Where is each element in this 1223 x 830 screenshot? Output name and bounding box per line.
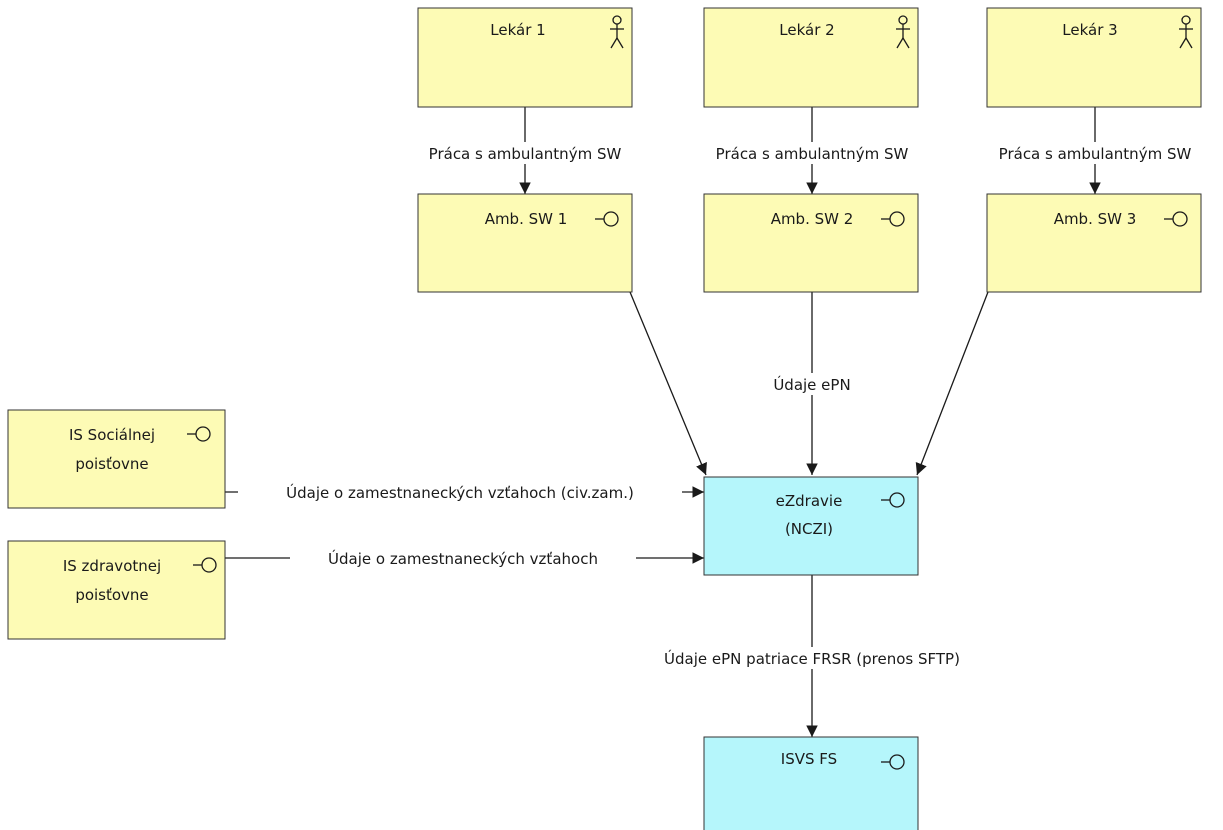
- interface-icon: [881, 211, 905, 227]
- node-isvs-fs[interactable]: ISVS FS: [703, 736, 919, 830]
- node-is-social-label-line1: IS Sociálnej: [69, 426, 155, 444]
- node-amb-sw-3[interactable]: Amb. SW 3: [986, 193, 1202, 293]
- interface-icon: [187, 426, 211, 442]
- node-doctor-3-label: Lekár 3: [1062, 21, 1117, 39]
- edge-label-social-relations: Údaje o zamestnaneckých vzťahoch (civ.za…: [286, 483, 634, 502]
- interface-icon: [881, 754, 905, 770]
- interface-icon: [193, 557, 217, 573]
- node-amb-sw-2-label: Amb. SW 2: [771, 210, 854, 228]
- edge-label-work-2: Práca s ambulantným SW: [716, 145, 909, 163]
- interface-icon: [1164, 211, 1188, 227]
- interface-icon: [595, 211, 619, 227]
- node-doctor-1-label: Lekár 1: [490, 21, 545, 39]
- edge-label-frsr: Údaje ePN patriace FRSR (prenos SFTP): [664, 649, 960, 668]
- node-ezdravie[interactable]: eZdravie (NCZI): [703, 476, 919, 576]
- connector-amb-sw-1-to-ezdravie: [629, 291, 707, 476]
- actor-icon: [896, 15, 910, 49]
- node-doctor-2-label: Lekár 2: [779, 21, 834, 39]
- edge-label-work-3: Práca s ambulantným SW: [999, 145, 1192, 163]
- node-is-health-label-line1: IS zdravotnej: [63, 557, 161, 575]
- node-doctor-1[interactable]: Lekár 1: [417, 7, 633, 108]
- node-is-social-insurance[interactable]: IS Sociálnej poisťovne: [7, 409, 226, 509]
- node-ezdravie-label-line1: eZdravie: [776, 492, 843, 510]
- node-doctor-3[interactable]: Lekár 3: [986, 7, 1202, 108]
- node-isvs-fs-label: ISVS FS: [781, 750, 837, 768]
- node-amb-sw-2[interactable]: Amb. SW 2: [703, 193, 919, 293]
- node-is-health-insurance[interactable]: IS zdravotnej poisťovne: [7, 540, 226, 640]
- node-doctor-2[interactable]: Lekár 2: [703, 7, 919, 108]
- node-amb-sw-1-label: Amb. SW 1: [485, 210, 568, 228]
- interface-icon: [881, 492, 905, 508]
- edge-label-health-relations: Údaje o zamestnaneckých vzťahoch: [328, 549, 598, 568]
- node-ezdravie-label-line2: (NCZI): [785, 520, 833, 538]
- node-is-social-label-line2: poisťovne: [75, 455, 148, 473]
- actor-icon: [610, 15, 624, 49]
- node-is-health-label-line2: poisťovne: [75, 586, 148, 604]
- connector-amb-sw-3-to-ezdravie: [915, 291, 989, 476]
- actor-icon: [1179, 15, 1193, 49]
- edge-label-work-1: Práca s ambulantným SW: [429, 145, 622, 163]
- connectors: [225, 107, 1101, 737]
- edge-labels: Práca s ambulantným SW Práca s ambulantn…: [238, 142, 1222, 669]
- node-amb-sw-1[interactable]: Amb. SW 1: [417, 193, 633, 293]
- edge-label-epn-data: Údaje ePN: [773, 375, 850, 394]
- node-amb-sw-3-label: Amb. SW 3: [1054, 210, 1137, 228]
